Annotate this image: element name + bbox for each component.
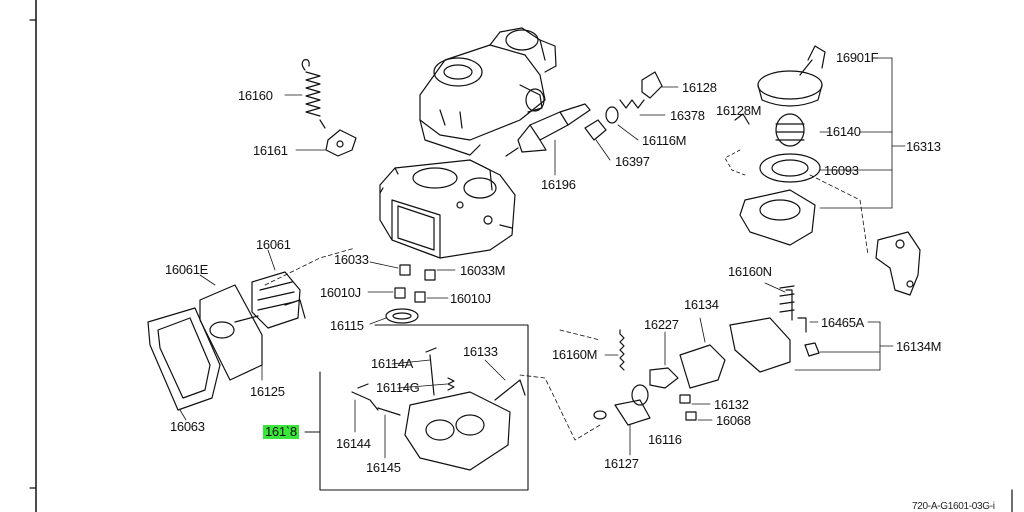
label-16063[interactable]: 16063 [170, 419, 205, 434]
label-16114G[interactable]: 16114G [376, 380, 420, 395]
label-16061[interactable]: 16061 [256, 237, 291, 252]
jets-and-screws [367, 261, 456, 325]
label-16114A[interactable]: 16114A [371, 356, 414, 371]
label-16128[interactable]: 16128 [682, 80, 717, 95]
diagram-code: 720-A-G1601-03G-i [912, 501, 995, 512]
spring-16160 [284, 59, 326, 129]
needle-valve-16061 [234, 249, 306, 329]
label-16901F[interactable]: 16901F [836, 50, 879, 65]
label-16010J-left[interactable]: 16010J [320, 285, 361, 300]
label-16140[interactable]: 16140 [826, 124, 861, 139]
label-16134[interactable]: 16134 [684, 297, 719, 312]
label-16160M[interactable]: 16160M [552, 347, 598, 362]
label-16068[interactable]: 16068 [716, 413, 751, 428]
label-16033[interactable]: 16033 [334, 252, 369, 267]
label-16160[interactable]: 16160 [238, 88, 273, 103]
linkage-lower-right [593, 282, 894, 456]
label-16134M[interactable]: 16134M [896, 339, 942, 354]
label-16160N[interactable]: 16160N [728, 264, 772, 279]
label-16132[interactable]: 16132 [714, 397, 749, 412]
label-16116[interactable]: 16116 [648, 432, 682, 447]
label-16010J-right[interactable]: 16010J [450, 291, 491, 306]
gasket-16063 [147, 307, 221, 421]
label-16378[interactable]: 16378 [670, 108, 705, 123]
label-16227[interactable]: 16227 [644, 317, 679, 332]
label-16397[interactable]: 16397 [615, 154, 650, 169]
bracket-16161 [295, 129, 357, 157]
label-16116M[interactable]: 16116M [642, 133, 687, 148]
label-16033M[interactable]: 16033M [460, 263, 506, 278]
small-parts-upper-right [584, 71, 679, 161]
diaphragm-assembly-16313 [724, 45, 906, 256]
label-16118-highlighted[interactable]: 161`8 [263, 424, 299, 439]
label-16115[interactable]: 16115 [330, 318, 364, 333]
solenoid-16196 [505, 103, 591, 176]
label-16061E[interactable]: 16061E [165, 262, 209, 277]
label-16145[interactable]: 16145 [366, 460, 401, 475]
label-16144[interactable]: 16144 [336, 436, 371, 451]
label-16125[interactable]: 16125 [250, 384, 285, 399]
label-16313[interactable]: 16313 [906, 139, 941, 154]
label-16128M[interactable]: 16128M [716, 103, 762, 118]
label-16133[interactable]: 16133 [463, 344, 498, 359]
label-16465A[interactable]: 16465A [821, 315, 865, 330]
carburetor-top-body [419, 27, 557, 156]
carburetor-main-body [379, 159, 516, 259]
label-16093[interactable]: 16093 [824, 163, 859, 178]
label-16196[interactable]: 16196 [541, 177, 576, 192]
label-16161[interactable]: 16161 [253, 143, 288, 158]
throttle-body-box [304, 324, 529, 491]
bracket-right [875, 231, 921, 296]
label-16127[interactable]: 16127 [604, 456, 639, 471]
